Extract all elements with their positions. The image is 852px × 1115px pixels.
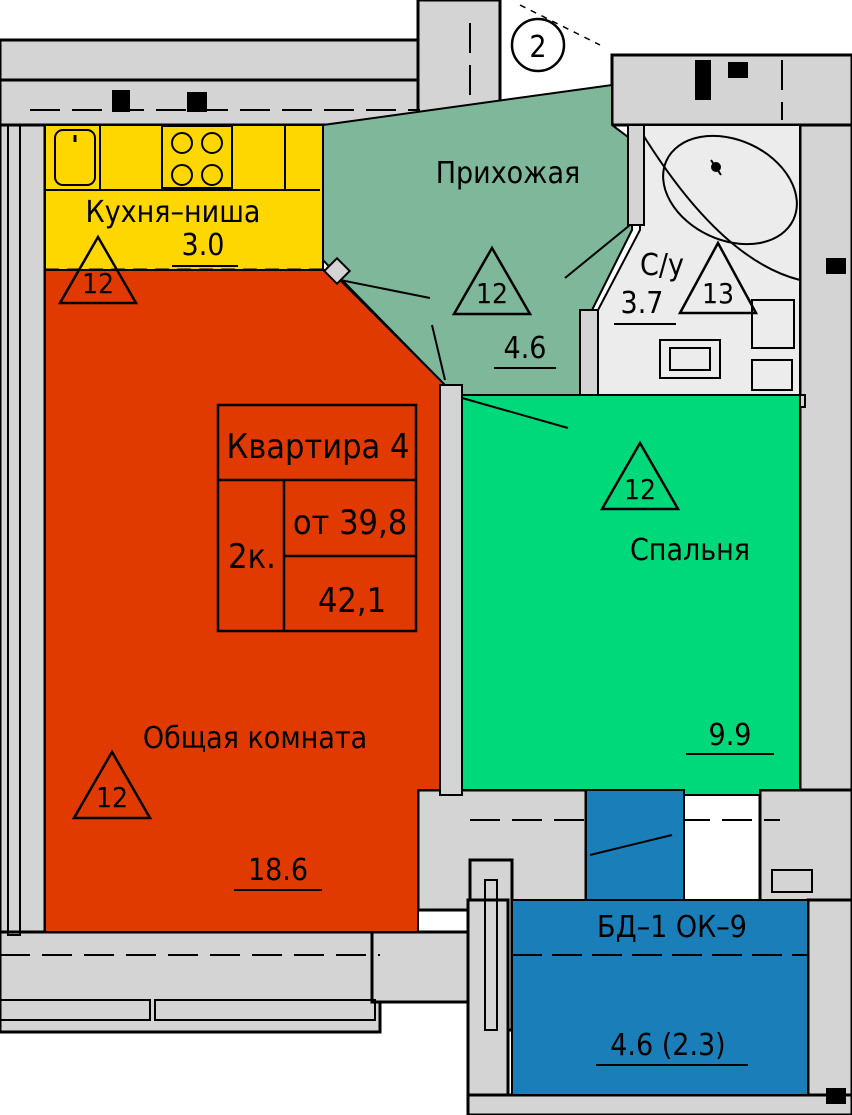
room-labels: Кухня–ниша 3.0 Прихожая 4.6 С/у 3.7 Спал… <box>86 156 774 1066</box>
apartment-title: Квартира 4 <box>227 427 410 467</box>
living-area-value: 18.6 <box>248 853 308 888</box>
svg-text:13: 13 <box>702 277 734 310</box>
triangle-marks: 12 12 13 12 12 <box>57 234 759 820</box>
bath-mark-triangle: 13 <box>677 240 759 315</box>
bedroom-area-value: 9.9 <box>709 718 752 753</box>
kitchen-name: Кухня–ниша <box>86 195 261 230</box>
hall-mark-triangle: 12 <box>451 245 533 316</box>
wall-studs <box>112 60 846 1104</box>
kitchen-mark-triangle: 12 <box>57 234 139 305</box>
hall-name: Прихожая <box>436 156 581 191</box>
balcony-area-value: 4.6 (2.3) <box>610 1028 725 1063</box>
apartment-area-from: от 39,8 <box>293 503 407 543</box>
door-swings <box>339 224 673 856</box>
svg-text:12: 12 <box>624 473 656 506</box>
kitchen-area-value: 3.0 <box>182 228 225 263</box>
axis-marker: 2 <box>510 4 601 73</box>
balcony-name: БД–1 ОК–9 <box>597 910 747 945</box>
living-name: Общая комната <box>143 721 367 756</box>
apartment-rooms-count: 2к. <box>228 537 276 577</box>
apartment-area-total: 42,1 <box>318 581 386 621</box>
axis-label: 2 <box>529 30 546 65</box>
svg-text:12: 12 <box>476 277 508 310</box>
kitchen-area <box>44 124 330 272</box>
bath-area-value: 3.7 <box>621 286 664 321</box>
living-mark-triangle: 12 <box>71 749 153 820</box>
bath-name: С/у <box>640 248 684 283</box>
bedroom-area <box>461 394 801 796</box>
bedroom-name: Спальня <box>630 533 750 568</box>
living-area <box>44 256 463 933</box>
hall-area-value: 4.6 <box>504 331 547 366</box>
svg-text:12: 12 <box>96 781 128 814</box>
svg-text:12: 12 <box>82 267 114 300</box>
apartment-info-box: Квартира 4 2к. от 39,8 42,1 <box>216 403 418 633</box>
bedroom-mark-triangle: 12 <box>599 440 681 511</box>
